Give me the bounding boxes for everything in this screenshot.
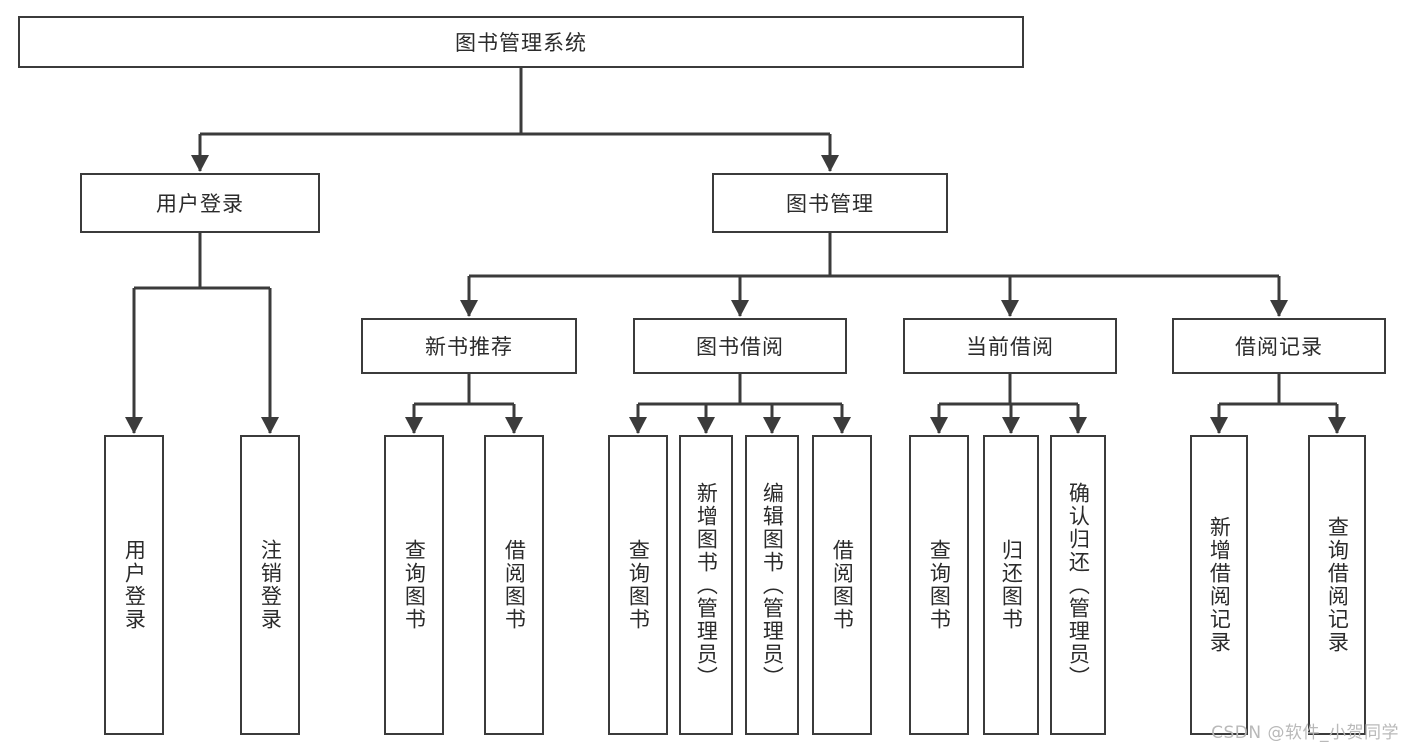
edge-arrowhead [833,417,851,434]
node-l-queryrec[interactable]: 查询借阅记录 [1308,435,1366,735]
edge-arrowhead [1270,300,1288,317]
edge-arrowhead [763,417,781,434]
node-l-query3[interactable]: 查询图书 [909,435,969,735]
node-l-return[interactable]: 归还图书 [983,435,1039,735]
node-borrow[interactable]: 图书借阅 [633,318,847,374]
node-label: 图书借阅 [696,335,784,359]
node-label: 图书管理系统 [455,31,587,55]
edge-arrowhead [261,417,279,434]
node-label: 编辑图书（管理员） [760,481,785,689]
node-l-logout[interactable]: 注销登录 [240,435,300,735]
edge-arrowhead [930,417,948,434]
node-l-borrow2[interactable]: 借阅图书 [812,435,872,735]
node-l-query2[interactable]: 查询图书 [608,435,668,735]
edge-arrowhead [697,417,715,434]
node-root[interactable]: 图书管理系统 [18,16,1024,68]
node-login[interactable]: 用户登录 [80,173,320,233]
node-label: 图书管理 [786,192,874,216]
node-label: 确认归还（管理员） [1066,481,1091,689]
watermark: CSDN @软件_小贺同学 [1211,723,1399,743]
node-label: 注销登录 [258,539,283,631]
node-label: 借阅图书 [830,539,855,631]
node-records[interactable]: 借阅记录 [1172,318,1386,374]
node-l-borrow1[interactable]: 借阅图书 [484,435,544,735]
node-label: 用户登录 [122,539,147,631]
node-label: 查询借阅记录 [1325,516,1350,654]
node-label: 借阅图书 [502,539,527,631]
node-label: 借阅记录 [1235,335,1323,359]
node-l-confirm[interactable]: 确认归还（管理员） [1050,435,1106,735]
node-label: 查询图书 [402,539,427,631]
node-label: 新书推荐 [425,335,513,359]
node-label: 当前借阅 [966,335,1054,359]
edge-arrowhead [1328,417,1346,434]
node-label: 用户登录 [156,192,244,216]
edge-arrowhead [405,417,423,434]
node-label: 查询图书 [626,539,651,631]
node-l-addrec[interactable]: 新增借阅记录 [1190,435,1248,735]
node-bookmgmt[interactable]: 图书管理 [712,173,948,233]
node-label: 查询图书 [927,539,952,631]
edge-arrowhead [1002,417,1020,434]
node-label: 新增图书（管理员） [694,481,719,689]
node-l-add[interactable]: 新增图书（管理员） [679,435,733,735]
edge-arrowhead [125,417,143,434]
node-label: 归还图书 [999,539,1024,631]
edge-arrowhead [731,300,749,317]
node-l-edit[interactable]: 编辑图书（管理员） [745,435,799,735]
edge-arrowhead [460,300,478,317]
edge-arrowhead [1210,417,1228,434]
edge-arrowhead [1069,417,1087,434]
node-current[interactable]: 当前借阅 [903,318,1117,374]
edge-arrowhead [1001,300,1019,317]
edge-arrowhead [629,417,647,434]
node-label: 新增借阅记录 [1207,516,1232,654]
edge-arrowhead [821,155,839,172]
node-l-query1[interactable]: 查询图书 [384,435,444,735]
edge-arrowhead [191,155,209,172]
edge-arrowhead [505,417,523,434]
node-newbook[interactable]: 新书推荐 [361,318,577,374]
node-l-userlogin[interactable]: 用户登录 [104,435,164,735]
